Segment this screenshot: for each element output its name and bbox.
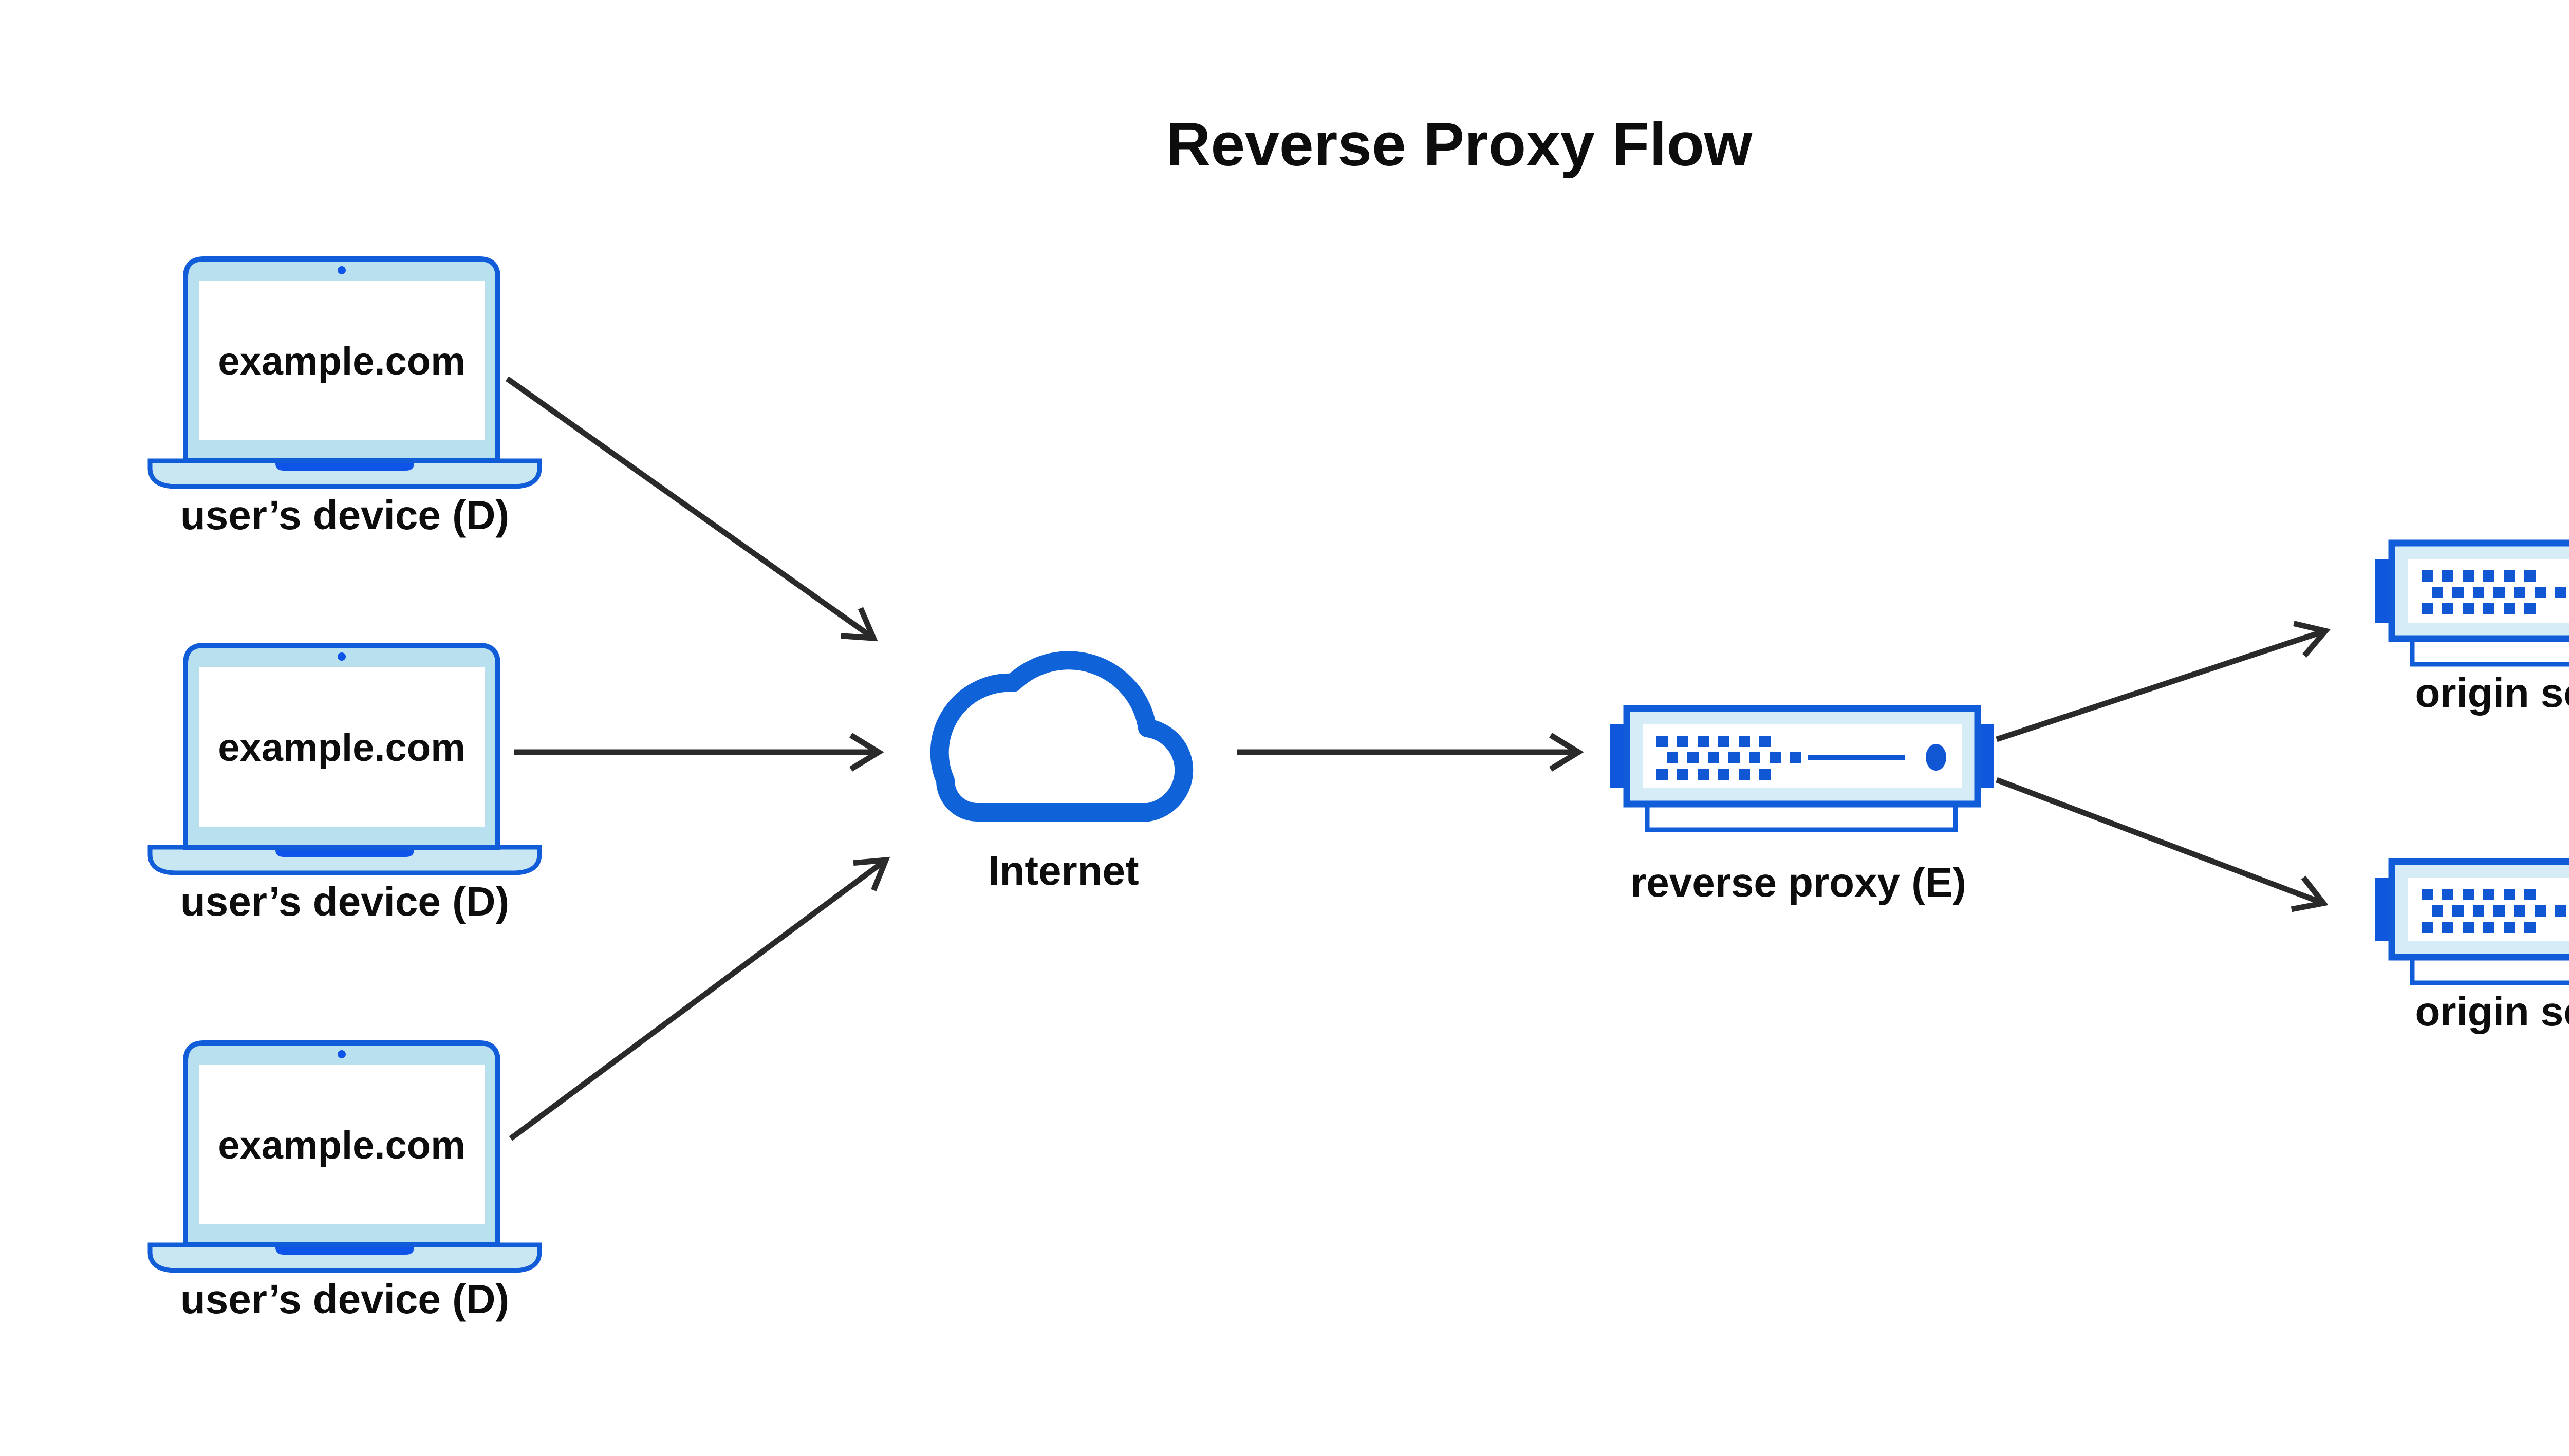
diagram-title: Reverse Proxy Flow bbox=[1166, 110, 1753, 179]
node-label: Internet bbox=[988, 848, 1139, 893]
user-device-3: example.com user’s device (D) bbox=[150, 1043, 539, 1322]
server-icon bbox=[1610, 708, 1994, 830]
device-screen-text: example.com bbox=[218, 1124, 466, 1167]
node-label: user’s device (D) bbox=[180, 1276, 509, 1322]
flow-arrow-proxy-origin1 bbox=[1996, 621, 2331, 742]
origin-server-1: origin server (F) bbox=[2375, 543, 2569, 716]
internet: Internet bbox=[930, 651, 1194, 893]
device-screen-text: example.com bbox=[218, 726, 466, 770]
node-label: reverse proxy (E) bbox=[1630, 860, 1966, 905]
node-label: user’s device (D) bbox=[180, 492, 509, 538]
user-device-1: example.com user’s device (D) bbox=[150, 259, 539, 538]
user-device-2: example.com user’s device (D) bbox=[150, 645, 539, 924]
origin-server-2: origin server (F) bbox=[2375, 862, 2569, 1034]
node-label: user’s device (D) bbox=[180, 879, 509, 924]
flow-arrow-device1-internet bbox=[505, 376, 878, 642]
reverse-proxy: reverse proxy (E) bbox=[1610, 708, 1994, 905]
node-label: origin server (F) bbox=[2415, 670, 2569, 716]
flow-arrows bbox=[505, 376, 2331, 1141]
device-screen-text: example.com bbox=[218, 340, 466, 383]
node-label: origin server (F) bbox=[2415, 988, 2569, 1034]
cloud-icon bbox=[930, 651, 1194, 822]
flow-arrow-proxy-origin2 bbox=[1996, 777, 2329, 912]
flow-arrow-device3-internet bbox=[509, 856, 890, 1141]
